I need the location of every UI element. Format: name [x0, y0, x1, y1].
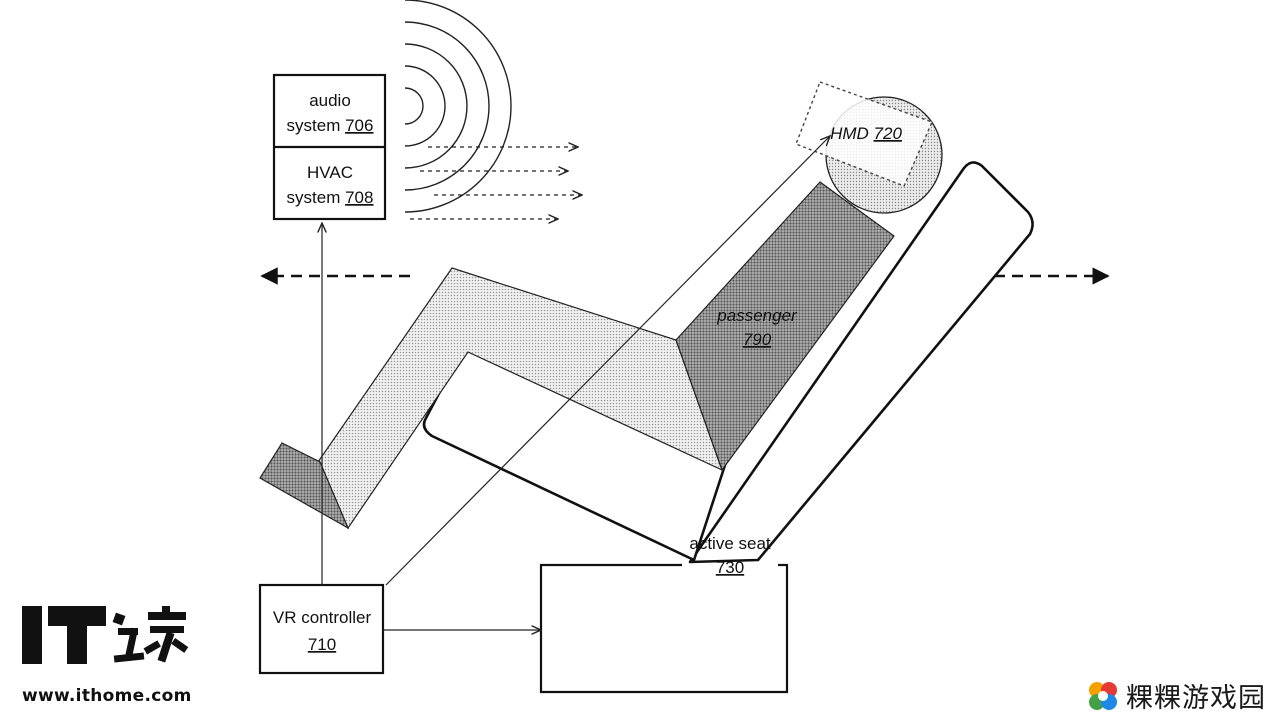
vr-ref: 710	[308, 635, 336, 654]
game-site-text: 粿粿游戏园	[1126, 683, 1266, 714]
passenger-feet	[259, 442, 350, 530]
passenger-ref: 790	[743, 330, 772, 349]
passenger-torso	[675, 181, 895, 472]
passenger-label: passenger	[716, 306, 798, 325]
sound-waves	[404, 0, 512, 213]
seat-back	[688, 161, 1034, 564]
seat-ref: 730	[716, 558, 744, 577]
audio-ref: 706	[345, 116, 373, 135]
game-site-logo-icon	[1089, 681, 1117, 710]
hvac-ref: 708	[345, 188, 373, 207]
hmd-ref: 720	[874, 124, 903, 143]
game-site-watermark: 粿粿游戏园	[1086, 676, 1266, 715]
seat-label: active seat	[689, 534, 771, 553]
hmd-label: HMD 720	[830, 124, 902, 143]
airflow-arrows	[410, 147, 582, 219]
audio-label-line2: system 706	[287, 116, 374, 135]
edge-vr-hmd	[385, 136, 830, 586]
vr-label: VR controller	[273, 608, 372, 627]
hvac-label: HVAC	[307, 163, 353, 182]
hvac-label-line2: system 708	[287, 188, 374, 207]
active-seat-base	[539, 563, 789, 694]
hmd-box	[795, 81, 933, 187]
audio-label: audio	[309, 91, 351, 110]
audio-hvac-box	[272, 73, 387, 221]
ithome-logo	[22, 606, 192, 673]
ithome-url: www.ithome.com	[22, 686, 192, 706]
vr-controller-box	[258, 583, 385, 675]
